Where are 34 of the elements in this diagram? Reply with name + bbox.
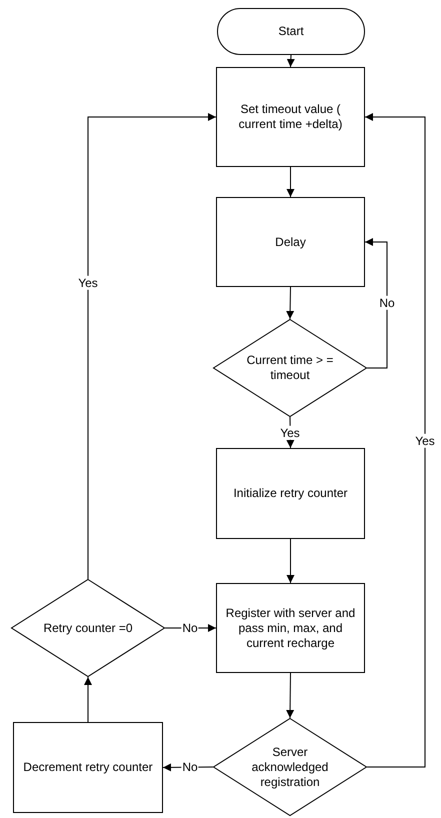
arrow [286, 166, 294, 198]
node-text: Register with server and pass min, max, and current recharge [224, 606, 356, 650]
edge-label: No [181, 620, 199, 636]
process-box [216, 197, 365, 287]
node-text: Start [277, 24, 305, 39]
node-text: Decrement retry counter [22, 760, 154, 775]
arrow [286, 416, 294, 448]
process-box [216, 448, 365, 539]
process-box [216, 67, 365, 167]
edge-label: Yes [414, 434, 436, 448]
node-text: Server acknowledged registration [250, 744, 330, 790]
node-text: Delay [274, 234, 307, 250]
decision-diamond [213, 718, 367, 816]
edge-label: Yes [77, 276, 99, 290]
decision-diamond [11, 579, 165, 677]
decision-diamond [213, 319, 367, 417]
edge-label: No [181, 760, 199, 774]
arrow [286, 286, 294, 320]
edge-label: No [378, 296, 396, 310]
node-text: Set timeout value ( current time +delta) [238, 102, 344, 132]
arrow [364, 113, 426, 768]
arrow [88, 113, 216, 580]
edge-label: Yes [279, 426, 301, 440]
start-terminator [217, 8, 365, 55]
arrow [84, 676, 92, 722]
arrow [286, 538, 294, 584]
node-text: Initialize retry counter [232, 486, 349, 501]
arrow [364, 238, 388, 368]
node-text: Retry counter =0 [42, 620, 134, 636]
arrow [286, 672, 294, 718]
process-box [216, 583, 365, 673]
process-box [13, 722, 163, 813]
node-text: Current time > = timeout [246, 353, 334, 383]
arrow [286, 54, 295, 68]
